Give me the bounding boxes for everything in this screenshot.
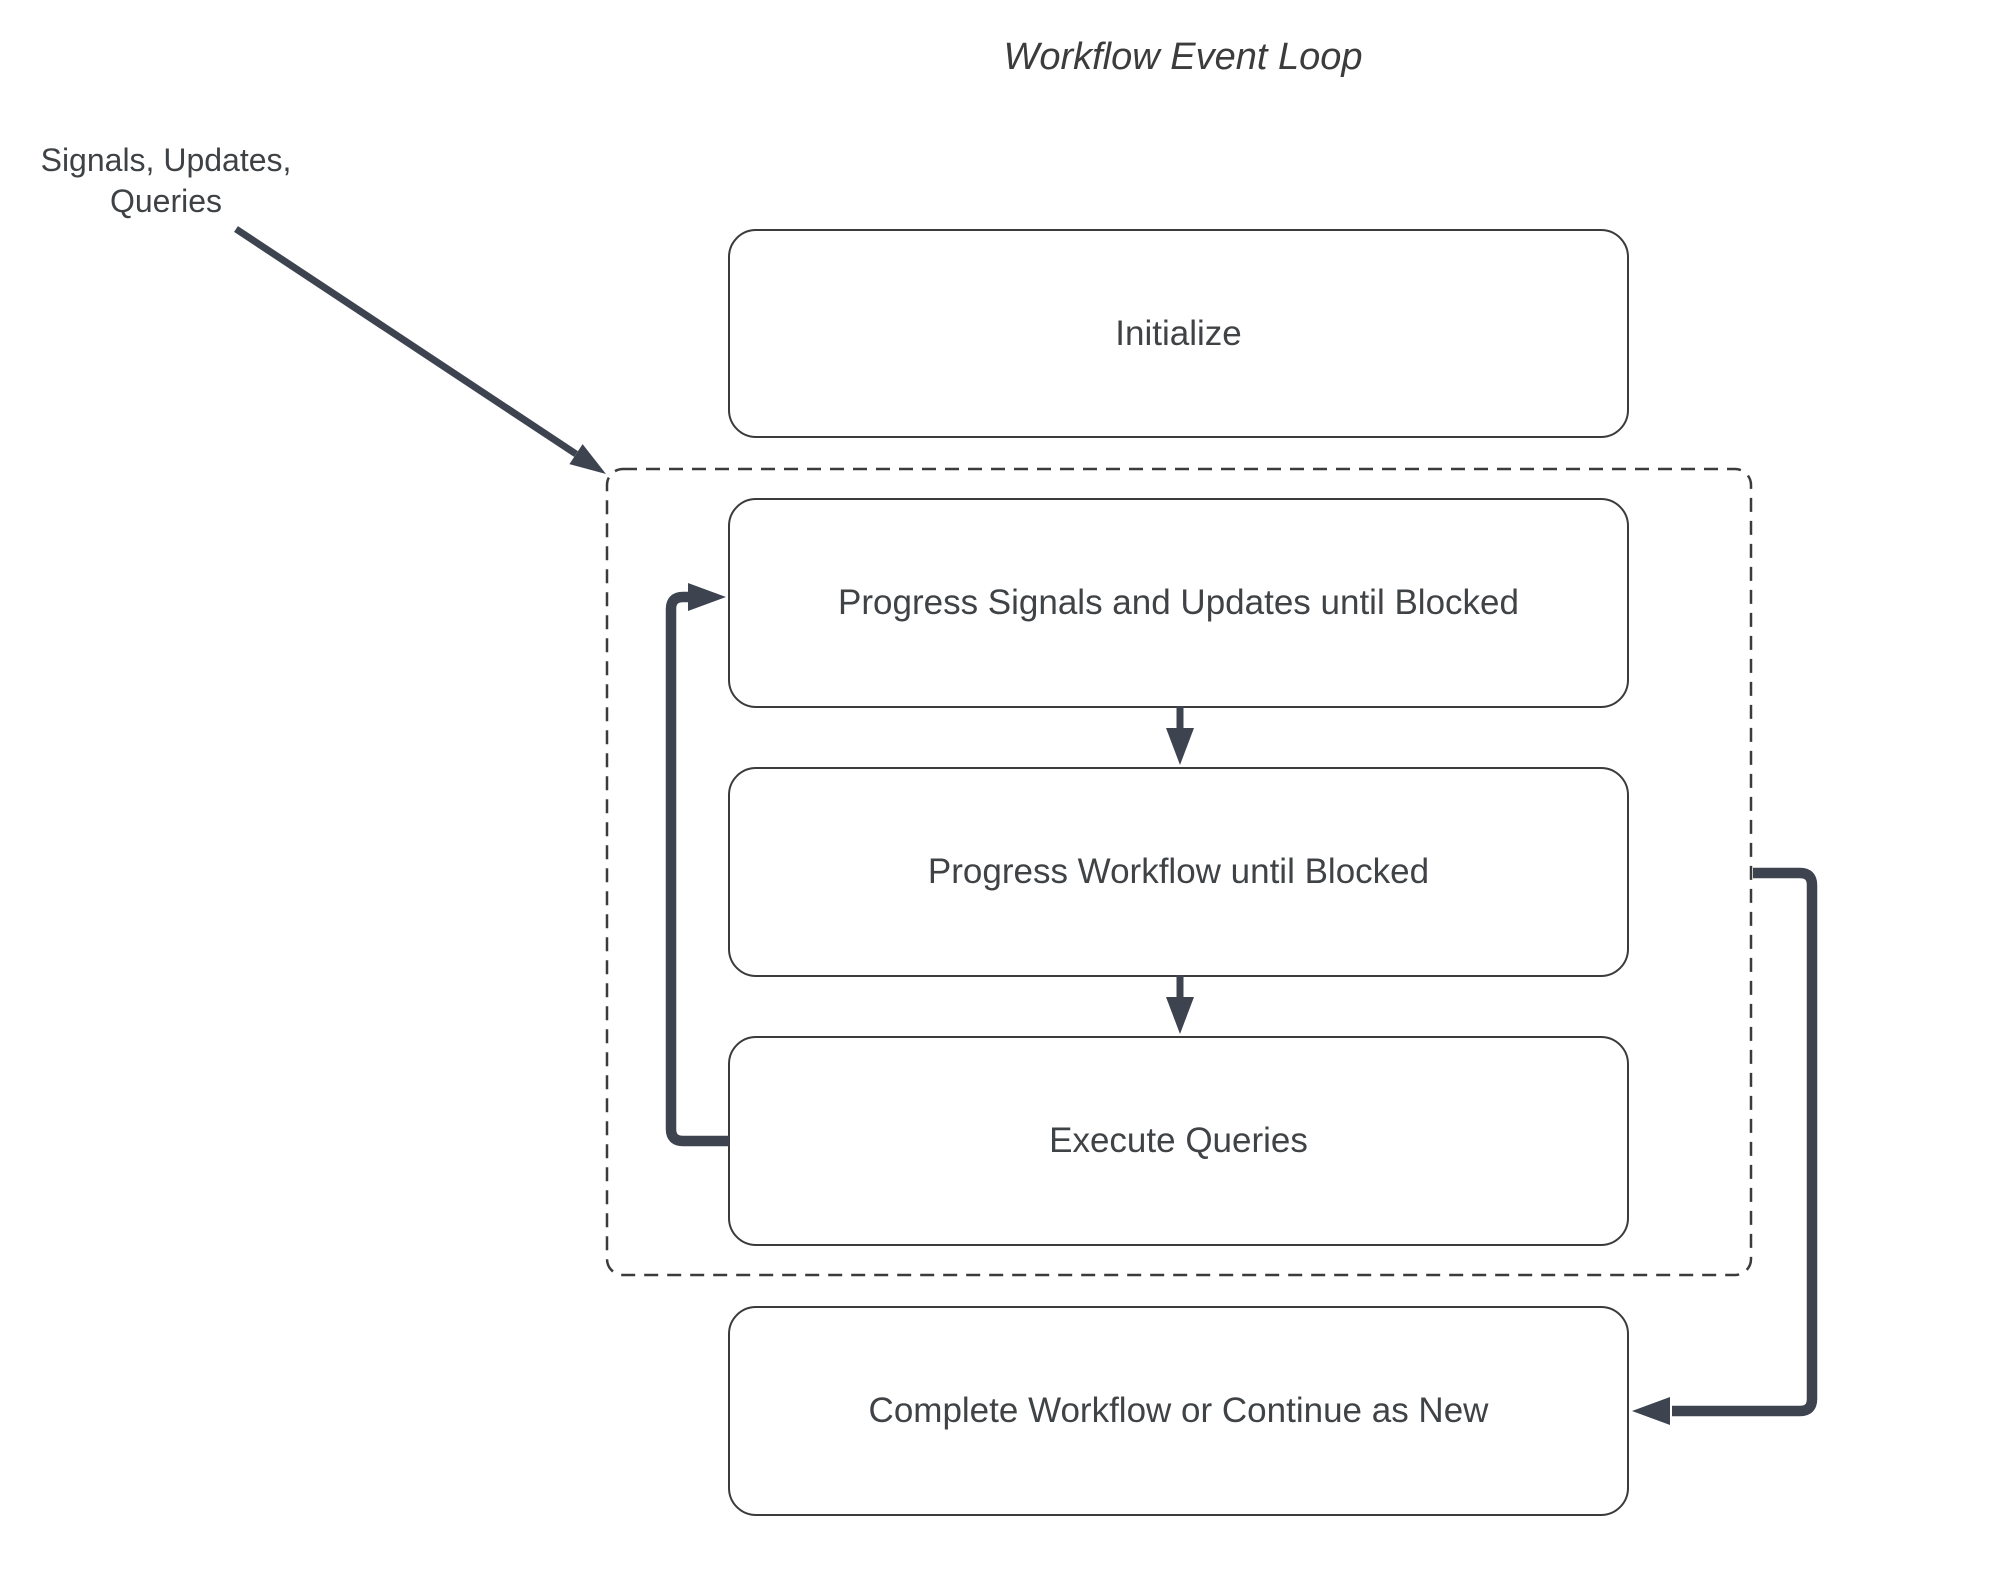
node-progress-workflow: Progress Workflow until Blocked: [728, 767, 1629, 977]
loop-to-complete-arrowhead-icon: [1632, 1397, 1670, 1425]
node-execute-queries: Execute Queries: [728, 1036, 1629, 1246]
node-complete-workflow-label: Complete Workflow or Continue as New: [868, 1391, 1489, 1430]
node-progress-signals-label: Progress Signals and Updates until Block…: [838, 583, 1519, 622]
node-progress-workflow-label: Progress Workflow until Blocked: [927, 852, 1430, 891]
signals-label-line1: Signals, Updates,: [40, 142, 292, 178]
node-execute-queries-label: Execute Queries: [1049, 1121, 1308, 1160]
signals-to-loop-arrowhead-icon: [569, 444, 606, 474]
event-loop-container: Progress Signals and Updates until Block…: [606, 468, 1752, 1276]
signals-updates-queries-label: Signals, Updates, Queries: [6, 140, 326, 222]
diagram-title: Workflow Event Loop: [1003, 36, 1363, 78]
node-initialize-label: Initialize: [1115, 313, 1242, 353]
node-progress-signals-and-updates: Progress Signals and Updates until Block…: [728, 498, 1629, 708]
node-complete-workflow: Complete Workflow or Continue as New: [728, 1306, 1629, 1516]
node-initialize: Initialize: [728, 229, 1629, 438]
signals-label-line2: Queries: [109, 183, 223, 219]
signals-to-loop-arrow-line: [234, 226, 578, 457]
